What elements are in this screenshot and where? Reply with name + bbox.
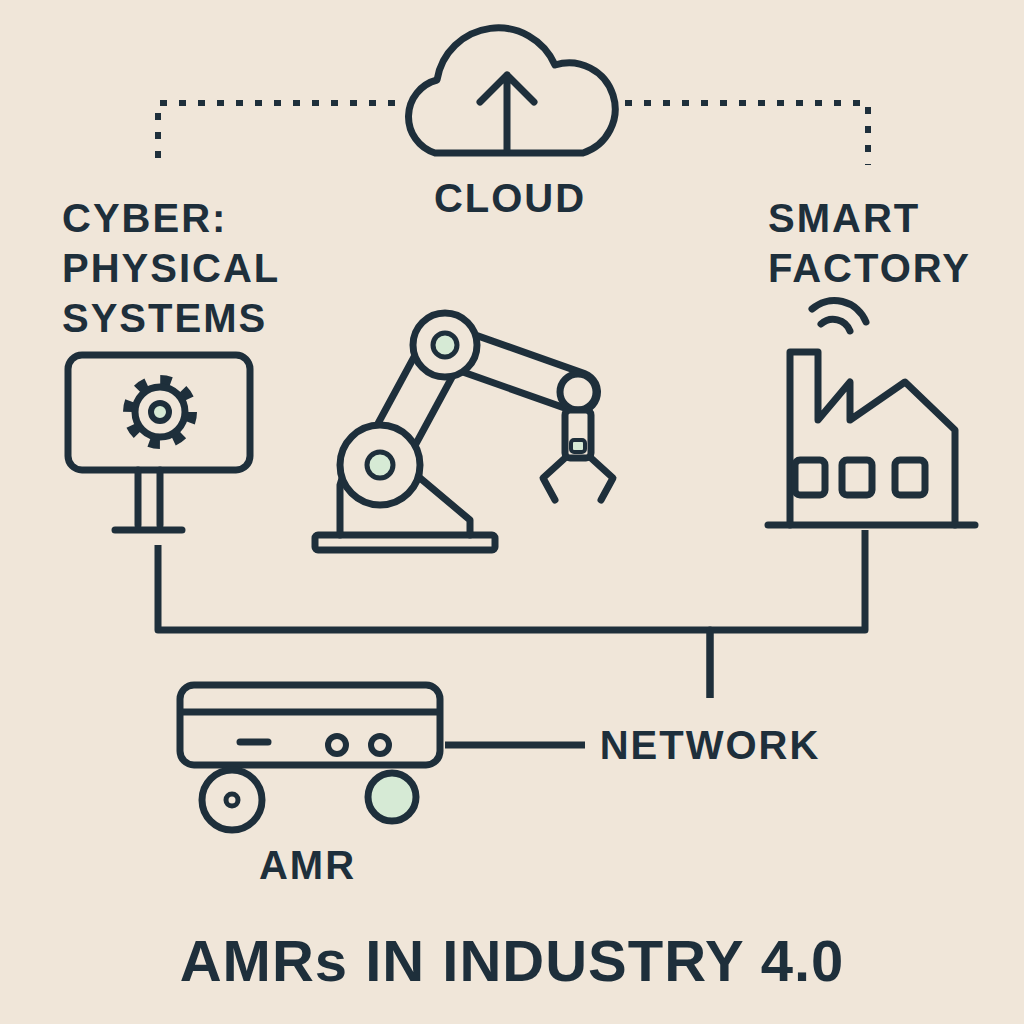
amr-icon: [180, 685, 440, 830]
amr-slot: [240, 739, 268, 746]
node-label: SMART FACTORY: [768, 193, 980, 293]
factory-outline: [790, 352, 955, 525]
arm-elbow-dot: [433, 333, 457, 357]
factory-window: [842, 460, 872, 495]
upload-arrow: [480, 75, 534, 150]
arm-gripper-fingers: [543, 458, 613, 500]
arm-gripper-body: [565, 410, 591, 458]
wifi-signal: [812, 301, 866, 331]
node-text-group: CLOUD: [395, 173, 625, 223]
node-text-group: CYBER: PHYSICAL SYSTEMS: [62, 193, 295, 343]
arm-gripper-light: [571, 440, 585, 452]
robot-arm: [315, 313, 613, 550]
factory-ground: [768, 522, 975, 529]
network-wire: [710, 530, 865, 698]
node-label: AMR: [170, 840, 445, 890]
cloud-icon: [409, 28, 616, 153]
monitor-screen: [68, 355, 250, 470]
node-text-group: NETWORK: [585, 720, 835, 770]
amr-body: [180, 685, 440, 765]
network-wire: [158, 545, 710, 698]
smart-factory-node: SMART FACTORY: [765, 165, 980, 530]
gear-teeth: [128, 380, 192, 444]
amr-top-band: [182, 709, 438, 716]
node-label: CYBER: PHYSICAL SYSTEMS: [62, 193, 295, 343]
network-node: NETWORK: [585, 698, 835, 778]
factory-window: [795, 460, 825, 495]
arm-elbow-joint: [413, 313, 477, 377]
cyber-physical-node: CYBER: PHYSICAL SYSTEMS: [60, 165, 295, 545]
network-wire: [445, 742, 585, 749]
amr-wheel: [368, 773, 416, 821]
dotted-connector: [158, 103, 395, 165]
arm-shoulder-dot: [367, 452, 393, 478]
amr-light: [328, 736, 346, 754]
monitor-stand: [115, 470, 182, 530]
diagram-title: AMRs IN INDUSTRY 4.0: [0, 926, 1024, 996]
node-label: NETWORK: [585, 720, 835, 770]
cloud-node: CLOUD: [395, 25, 625, 220]
factory-window: [895, 460, 925, 495]
amr-node: AMR: [170, 680, 445, 890]
monitor-icon: [68, 355, 250, 530]
node-label: CLOUD: [395, 173, 625, 223]
amr-wheel: [202, 770, 262, 830]
cloud-outline: [409, 28, 616, 153]
factory-icon: [768, 301, 975, 525]
amr-light: [371, 736, 389, 754]
gear-hub: [151, 403, 169, 421]
dotted-connector: [625, 103, 868, 165]
arm-shoulder-joint: [340, 425, 420, 505]
arm-wrist-joint: [560, 374, 596, 410]
node-text-group: AMR: [170, 840, 445, 890]
gear-body: [135, 387, 185, 437]
amr-wheel-hub: [226, 794, 238, 806]
node-text-group: SMART FACTORY: [768, 193, 980, 293]
